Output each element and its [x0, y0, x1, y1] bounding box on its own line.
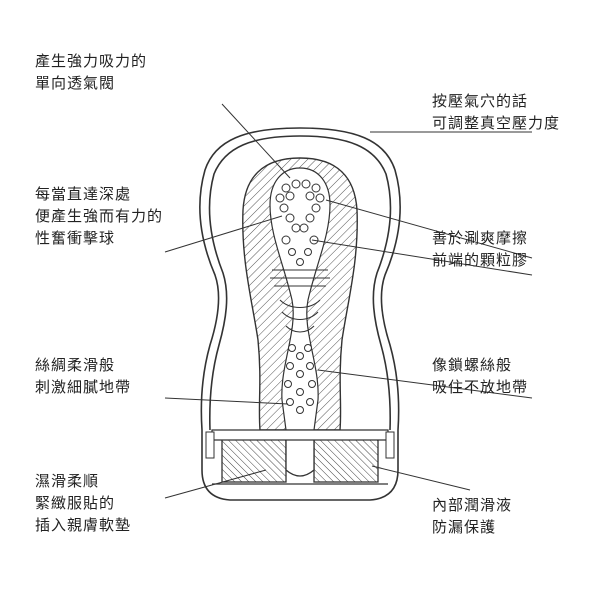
label-lock-screw: 像鎖螺絲般 吸住不放地帶: [432, 354, 528, 398]
label-line: 單向透氣閥: [35, 74, 116, 92]
label-line: 前端的顆粒膠: [432, 251, 529, 269]
label-line: 插入親膚軟墊: [35, 516, 132, 534]
label-line: 每當直達深處: [35, 185, 132, 203]
label-line: 內部潤滑液: [432, 496, 513, 514]
label-line: 便產生強而有力的: [35, 207, 164, 225]
label-deep-impact: 每當直達深處 便產生強而有力的 性奮衝擊球: [35, 183, 163, 249]
label-insert-pad: 濕滑柔順 緊緻服貼的 插入親膚軟墊: [35, 470, 131, 536]
label-suction-valve: 產生強力吸力的 單向透氣閥: [35, 50, 147, 94]
screw-bead-zone: [284, 344, 316, 414]
label-line: 性奮衝擊球: [35, 229, 116, 247]
label-line: 絲綢柔滑般: [35, 356, 116, 374]
label-line: 產生強力吸力的: [35, 52, 148, 70]
label-silky-band: 絲綢柔滑般 刺激細膩地帶: [35, 354, 131, 398]
label-press-vent: 按壓氣穴的話 可調整真空壓力度: [432, 90, 560, 134]
label-line: 吸住不放地帶: [432, 378, 529, 396]
outer-cup-shell: [199, 127, 401, 501]
base-pad: [205, 429, 395, 485]
label-lube: 內部潤滑液 防漏保護: [432, 494, 512, 538]
label-line: 防漏保護: [432, 518, 497, 536]
label-tip-beads: 善於涮爽摩擦 前端的顆粒膠: [432, 227, 528, 271]
hourglass-ribs: [270, 269, 330, 333]
tip-bead-cluster: [275, 179, 325, 266]
label-line: 緊緻服貼的: [35, 494, 116, 512]
label-line: 可調整真空壓力度: [432, 114, 561, 132]
label-line: 善於涮爽摩擦: [432, 229, 529, 247]
label-line: 按壓氣穴的話: [432, 92, 529, 110]
label-line: 像鎖螺絲般: [432, 356, 513, 374]
leader-lines: [164, 103, 533, 499]
label-line: 濕滑柔順: [35, 472, 100, 490]
label-line: 刺激細膩地帶: [35, 378, 132, 396]
